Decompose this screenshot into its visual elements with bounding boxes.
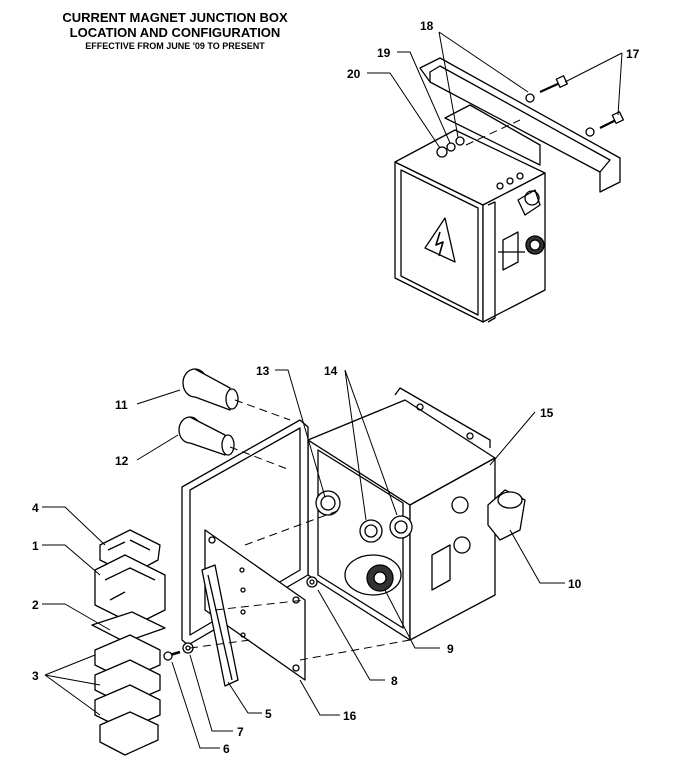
callout-leaders — [42, 31, 623, 749]
callout-19: 19 — [377, 46, 391, 60]
diagram-title-line-2: LOCATION AND CONFIGURATION — [69, 25, 281, 40]
knockout-ring-14b — [389, 515, 413, 539]
upper-junction-box-assembly — [394, 57, 624, 323]
assembly-guide-lines — [189, 119, 521, 661]
knockout-ring-13 — [315, 490, 341, 516]
terminal-blocks-3 — [94, 634, 161, 756]
lower-junction-box-assembly — [91, 368, 526, 756]
callout-11: 11 — [115, 398, 128, 412]
callout-3: 3 — [32, 669, 39, 683]
mounting-bracket — [419, 57, 621, 193]
callout-12: 12 — [115, 454, 129, 468]
callout-4: 4 — [32, 501, 39, 515]
terminal-block-1 — [94, 554, 166, 626]
upper-back-plate — [444, 104, 541, 166]
callout-16: 16 — [343, 709, 357, 723]
callout-15: 15 — [540, 406, 554, 420]
nut-20 — [436, 146, 448, 158]
callout-7: 7 — [237, 725, 244, 739]
knockout-ring-14a — [359, 519, 383, 543]
lock-washer-19 — [446, 142, 456, 152]
flat-washer-18a — [455, 136, 465, 146]
screw-8 — [306, 576, 318, 588]
callout-8: 8 — [391, 674, 398, 688]
callout-20: 20 — [347, 67, 361, 81]
diagram-title-line-1: CURRENT MAGNET JUNCTION BOX — [62, 10, 288, 25]
callout-2: 2 — [32, 598, 39, 612]
upper-cable-gland — [517, 189, 541, 216]
callout-1: 1 — [32, 539, 39, 553]
callout-17: 17 — [626, 47, 640, 61]
callout-labels: 11 12 13 14 15 10 9 8 16 5 7 6 4 1 2 3 2… — [32, 19, 640, 756]
callout-9: 9 — [447, 642, 454, 656]
callout-5: 5 — [265, 707, 272, 721]
callout-18: 18 — [420, 19, 434, 33]
callout-14: 14 — [324, 364, 338, 378]
callout-10: 10 — [568, 577, 582, 591]
diagram-subtitle: EFFECTIVE FROM JUNE '09 TO PRESENT — [85, 41, 265, 51]
callout-13: 13 — [256, 364, 270, 378]
cable-gland-11 — [182, 368, 239, 411]
marker-plate-2 — [91, 611, 166, 643]
cable-gland-12 — [178, 416, 235, 456]
callout-6: 6 — [223, 742, 230, 756]
